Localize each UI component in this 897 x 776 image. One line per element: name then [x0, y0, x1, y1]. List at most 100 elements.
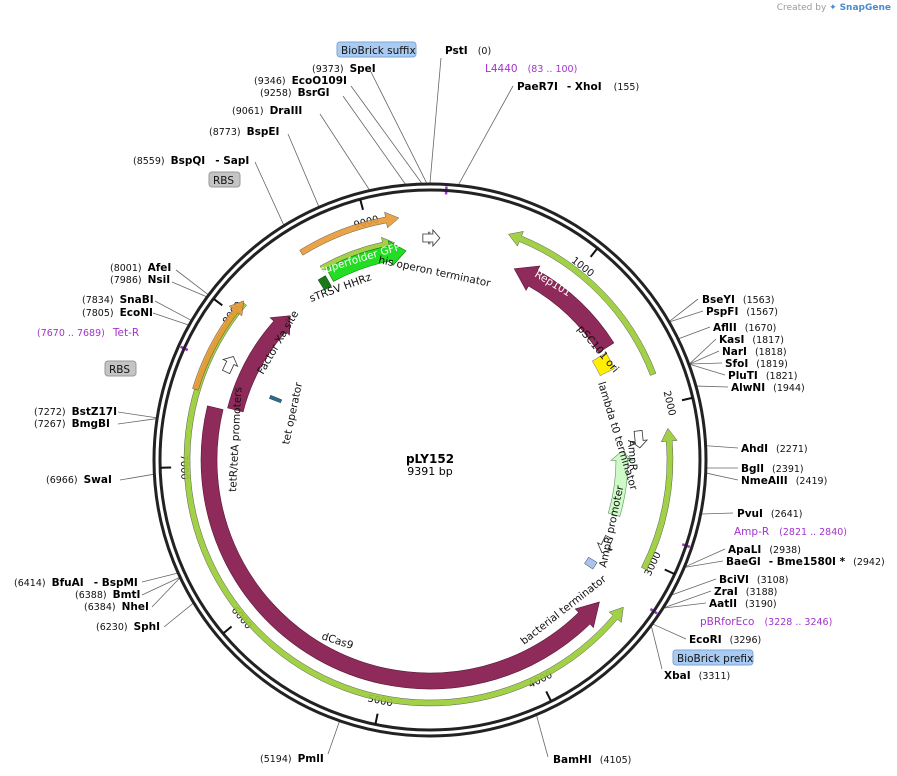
callout-line [664, 590, 712, 609]
enzyme-draiii[interactable]: (9061)DraIII [232, 105, 302, 117]
enzyme-name: AlwNI [731, 382, 765, 394]
enzyme-snabi[interactable]: (7834)SnaBI [82, 294, 154, 306]
enzyme-sfoi[interactable]: SfoI(1819) [725, 358, 788, 370]
tick-mark [545, 691, 553, 702]
enzyme-name: BstZ17I [72, 406, 117, 418]
enzyme-pos: (0) [478, 46, 491, 57]
callout-line [664, 602, 707, 609]
enzyme-pvui[interactable]: PvuI(2641) [737, 508, 803, 520]
tick-mark [664, 568, 676, 576]
enzyme-name: NheI [122, 601, 149, 613]
enzyme-name: EcoRI [689, 634, 722, 646]
callout-line [671, 578, 717, 596]
backbone-outer-strand [152, 182, 708, 738]
callout-line [342, 95, 406, 185]
enzyme-psti[interactable]: PstI(0) [445, 45, 491, 57]
enzyme-apali[interactable]: ApaLI(2938) [728, 544, 801, 556]
primer-ampr[interactable]: Amp-R(2821 .. 2840) [734, 526, 847, 538]
enzyme-bgli[interactable]: BglI(2391) [741, 463, 804, 475]
promoter-arrow-icon [422, 228, 441, 248]
enzyme-zrai[interactable]: ZraI(3188) [714, 586, 777, 598]
enzyme-baegi[interactable]: BaeGI- Bme1580I *(2942) [726, 556, 885, 568]
pill-rbs-top-text: RBS [213, 175, 234, 187]
tick-mark [359, 198, 364, 211]
callout-line [175, 269, 209, 295]
callout-line [685, 548, 726, 567]
enzyme-pos: (155) [614, 82, 640, 93]
enzyme-pos: (5194) [260, 754, 292, 765]
enzyme-name: BspQI [171, 155, 206, 167]
enzyme-labels: PstI(0) PaeR7I- XhoI(155) (9373)SpeI (93… [14, 45, 885, 766]
feature-strsv-hhrz [317, 275, 332, 291]
enzyme-aatii[interactable]: AatII(3190) [709, 598, 777, 610]
pill-biobrick-prefix[interactable]: BioBrick prefix [672, 649, 754, 666]
callout-line [651, 626, 663, 670]
primer-pbrforeco[interactable]: pBRforEco(3228 .. 3246) [700, 616, 832, 628]
primer-name: Amp-R [734, 526, 769, 538]
primer-range: (83 .. 100) [528, 64, 578, 75]
enzyme-pos: (6230) [96, 622, 128, 633]
enzyme-ahdi[interactable]: AhdI(2271) [741, 443, 808, 455]
enzyme-nmeaiii[interactable]: NmeAIII(2419) [741, 475, 827, 487]
enzyme-bmti[interactable]: (6388)BmtI [75, 589, 140, 601]
pill-rbs-left[interactable]: RBS [104, 360, 137, 377]
enzyme-bmgbi[interactable]: (7267)BmgBI [34, 418, 110, 430]
callout-line [669, 298, 699, 322]
enzyme-name: AhdI [741, 443, 768, 455]
enzyme-sphi[interactable]: (6230)SphI [96, 621, 160, 633]
enzyme-name: BsrGI [298, 87, 330, 99]
enzyme-pos: (7986) [110, 275, 142, 286]
enzyme-kasi[interactable]: KasI (1817) [719, 334, 784, 346]
enzyme-pos: (6388) [75, 590, 107, 601]
enzyme-econi[interactable]: (7805)EcoNI [82, 307, 153, 319]
enzyme-swai[interactable]: (6966)SwaI [46, 474, 112, 486]
primer-tetr[interactable]: (7670 .. 7689)Tet-R [37, 327, 139, 339]
enzyme-bcivi[interactable]: BciVI(3108) [719, 574, 788, 586]
enzyme-bfuai[interactable]: (6414)BfuAI- BspMI [14, 577, 138, 589]
enzyme-name: NarI [722, 346, 747, 358]
enzyme-bsrgi[interactable]: (9258)BsrGI [260, 87, 330, 99]
enzyme-name: PmlI [298, 753, 324, 765]
enzyme-pos: (2641) [771, 509, 803, 520]
enzyme-sep: - Bme1580I * [769, 556, 846, 568]
pill-bg [336, 41, 417, 58]
enzyme-bseyi[interactable]: BseYI(1563) [702, 294, 774, 306]
callout-line [706, 445, 739, 449]
enzyme-bamhi[interactable]: BamHI(4105) [553, 754, 631, 766]
enzyme-name: AfeI [148, 262, 172, 274]
enzyme-spei[interactable]: (9373)SpeI [312, 63, 376, 75]
pill-biobrick-suffix[interactable]: BioBrick suffix [336, 41, 417, 58]
enzyme-bstz17i[interactable]: (7272)BstZ17I [34, 406, 117, 418]
enzyme-bspqi[interactable]: (8559)BspQI- SapI [133, 155, 249, 167]
enzyme-bspei[interactable]: (8773)BspEI [209, 126, 279, 138]
pill-biobrick-suffix-text: BioBrick suffix [341, 45, 416, 57]
enzyme-name: KasI [719, 334, 744, 346]
enzyme-name: BamHI [553, 754, 592, 766]
enzyme-xbai[interactable]: XbaI(3311) [664, 670, 730, 682]
tick-mark [589, 247, 599, 258]
enzyme-sep: - XhoI [567, 81, 602, 93]
enzyme-alwni[interactable]: AlwNI(1944) [731, 382, 805, 394]
tick-mark [212, 297, 223, 307]
enzyme-pos: (8559) [133, 156, 165, 167]
orf-dcas9 [183, 301, 624, 707]
enzyme-afiii[interactable]: AflII(1670) [713, 322, 776, 334]
primer-name: pBRforEco [700, 616, 754, 628]
pill-rbs-top[interactable]: RBS [208, 171, 241, 188]
callout-line [141, 577, 180, 596]
enzyme-nhei[interactable]: (6384)NheI [84, 601, 149, 613]
enzyme-ecoo109i[interactable]: (9346)EcoO109I [254, 75, 347, 87]
enzyme-pspfi[interactable]: PspFI(1567) [706, 306, 778, 318]
enzyme-nari[interactable]: NarI(1818) [722, 346, 787, 358]
enzyme-afei[interactable]: (8001)AfeI [110, 262, 171, 274]
enzyme-pluti[interactable]: PluTI(1821) [728, 370, 797, 382]
enzyme-paer7i[interactable]: PaeR7I- XhoI(155) [517, 81, 639, 93]
promoter-arrow-icon [596, 535, 614, 554]
enzyme-pmli[interactable]: (5194) PmlI [260, 753, 324, 765]
primer-l4440[interactable]: L4440(83 .. 100) [485, 63, 577, 75]
enzyme-pos: (1817) [752, 335, 784, 346]
enzyme-ecori[interactable]: EcoRI(3296) [689, 634, 761, 646]
enzyme-nsii[interactable]: (7986)NsiI [110, 274, 170, 286]
enzyme-name: BseYI [702, 294, 735, 306]
callout-line [678, 326, 711, 340]
